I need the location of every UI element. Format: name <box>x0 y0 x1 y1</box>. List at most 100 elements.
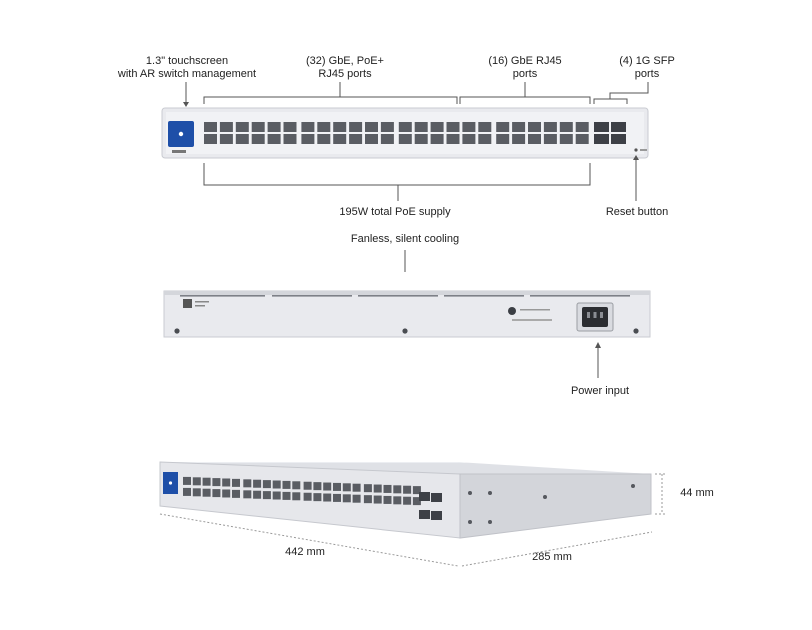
iso-rj45-port <box>183 476 191 485</box>
sfp-port <box>594 122 609 132</box>
poe-ports-label: (32) GbE, PoE+ RJ45 ports <box>280 55 410 81</box>
iso-rj45-port <box>323 493 332 502</box>
iso-rj45-port <box>383 484 392 493</box>
rj45-port <box>204 122 217 132</box>
power-arrow <box>595 342 601 348</box>
iso-rj45-port <box>212 489 221 498</box>
rj45-port <box>446 134 460 144</box>
rj45-port <box>235 122 249 132</box>
iso-rj45-port <box>342 494 351 503</box>
gbe-ports-bracket <box>459 96 591 104</box>
rj45-port <box>365 122 378 132</box>
iso-rj45-port <box>342 483 351 492</box>
rj45-port <box>301 134 315 144</box>
iso-side-screws <box>468 484 635 524</box>
iso-rj45-port <box>313 482 322 491</box>
display-dot <box>178 131 184 137</box>
rear-screw <box>402 328 408 334</box>
rj45-port <box>349 122 363 132</box>
sfp-ports-label: (4) 1G SFP ports <box>612 55 682 81</box>
rj45-port <box>365 134 378 144</box>
iso-rj45-port <box>282 480 291 489</box>
iso-rj45-port <box>272 480 281 489</box>
rear-chassis <box>163 290 651 338</box>
side-screw <box>468 520 472 524</box>
side-screw <box>488 491 492 495</box>
dimension-lines <box>159 473 666 567</box>
iso-rj45-port <box>333 493 341 502</box>
iso-rj45-port <box>292 492 301 501</box>
iso-top <box>163 462 651 474</box>
rear-label-text <box>195 301 209 303</box>
iso-rj45-port <box>373 495 382 504</box>
iso-rj45-port <box>403 496 412 505</box>
ubiquiti-logo <box>508 307 516 315</box>
rj45-port <box>496 122 510 132</box>
iso-rj45-port <box>282 491 291 500</box>
iso-rj45-port <box>303 481 312 490</box>
front-ports <box>204 122 589 144</box>
reset-button-label: Reset button <box>605 206 669 218</box>
vent-slot <box>358 295 438 297</box>
iso-rj45-port <box>352 494 361 503</box>
vent-slot <box>444 295 524 297</box>
vent-slots <box>180 295 630 297</box>
rj45-port <box>414 134 428 144</box>
gbe-ports-label: (16) GbE RJ45 ports <box>470 55 580 81</box>
front-bezel <box>166 112 644 154</box>
rj45-port <box>575 122 589 132</box>
vent-slot <box>180 295 265 297</box>
rj45-port <box>512 122 526 132</box>
iso-rj45-port <box>222 478 231 487</box>
iso-rj45-port <box>333 482 341 491</box>
rj45-port <box>333 122 347 132</box>
rj45-port <box>430 122 444 132</box>
touchscreen-arrow <box>183 102 189 107</box>
iso-rj45-port <box>383 495 392 504</box>
sfp-ports-label-line1: (4) 1G SFP <box>619 55 675 67</box>
front-arrowheads <box>183 102 639 160</box>
iso-rj45-port <box>232 489 240 498</box>
iso-rj45-port <box>363 484 372 493</box>
iso-rj45-port <box>212 478 221 487</box>
rj45-port <box>559 134 573 144</box>
rj45-port <box>446 122 460 132</box>
regulatory-marks <box>520 309 550 311</box>
gbe-ports-label-line1: (16) GbE RJ45 <box>488 55 562 67</box>
rear-callouts <box>404 250 599 378</box>
rj45-port <box>219 122 233 132</box>
front-callouts <box>185 82 649 201</box>
side-screw <box>543 495 547 499</box>
iso-rj45-port <box>243 490 252 499</box>
sfp-ports-bracket <box>593 98 628 104</box>
rj45-port <box>478 122 492 132</box>
side-screw <box>488 520 492 524</box>
iso-sfp-ports <box>419 492 442 520</box>
iso-side <box>459 473 652 539</box>
rj45-port <box>267 134 281 144</box>
poe-ports-bracket <box>203 96 458 104</box>
iso-rj45-port <box>303 492 312 501</box>
rj45-port <box>462 134 476 144</box>
rj45-port <box>543 122 557 132</box>
rj45-port <box>543 134 557 144</box>
iso-rj45-port <box>373 484 382 493</box>
height-dimension-label: 44 mm <box>680 487 714 499</box>
vent-slot <box>530 295 630 297</box>
iso-rj45-port <box>352 483 361 492</box>
iso-rj45-port <box>202 488 211 497</box>
iso-rj45-port <box>202 477 211 486</box>
iso-rj45-port <box>323 482 332 491</box>
rj45-port <box>398 134 412 144</box>
sfp-ports-callout <box>609 82 649 99</box>
touchscreen-label: 1.3" touchscreen with AR switch manageme… <box>112 55 262 81</box>
rj45-port <box>349 134 363 144</box>
cooling-label: Fanless, silent cooling <box>350 233 460 245</box>
iso-rj45-port <box>393 485 402 494</box>
rj45-port <box>528 122 541 132</box>
poe-ports-label-line1: (32) GbE, PoE+ <box>306 55 384 67</box>
reset-arrow <box>633 155 639 160</box>
iso-rj45-port <box>192 477 201 486</box>
side-screw <box>631 484 635 488</box>
iso-rj45-port <box>393 496 402 505</box>
